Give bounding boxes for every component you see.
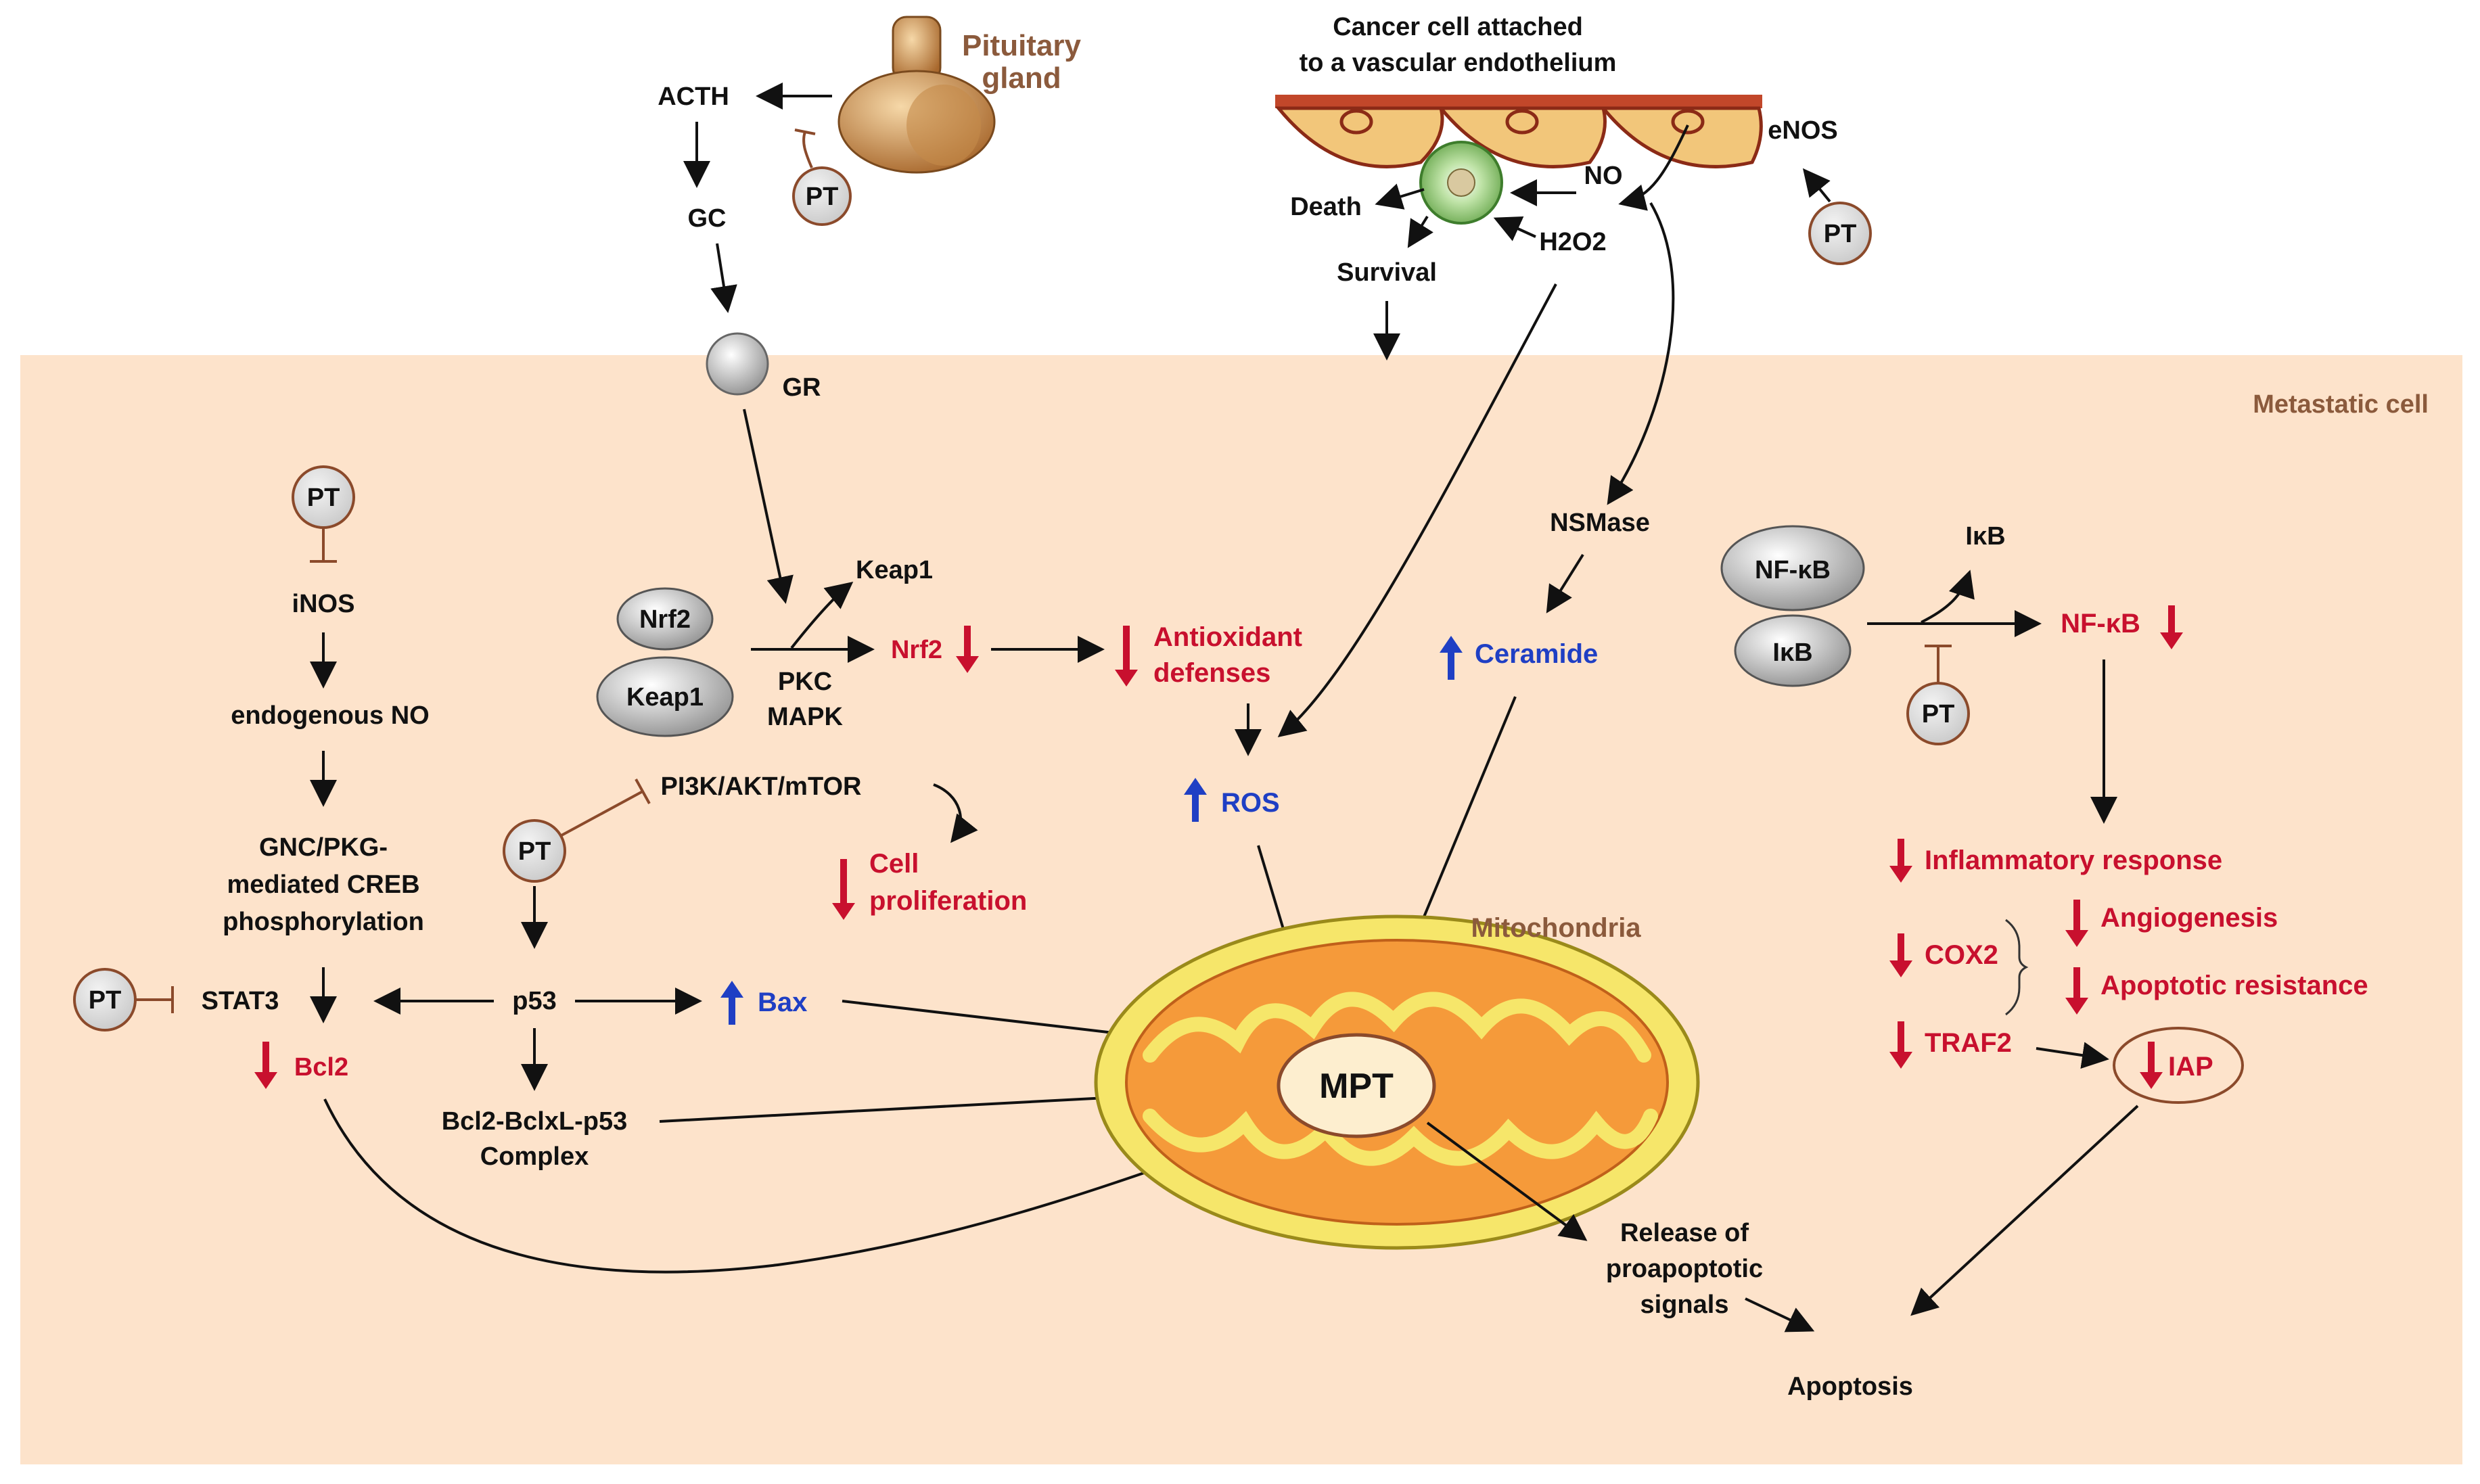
cell-prolif-down-arrow (832, 859, 855, 920)
pt-node-pi3k (503, 819, 566, 883)
angiogenesis-down-arrow (2065, 900, 2088, 947)
apoptosis-label: Apoptosis (1787, 1372, 1913, 1401)
metastatic-cell-label: Metastatic cell (2253, 390, 2429, 419)
complex-label-1: Bcl2-BclxL-p53 (442, 1107, 628, 1136)
pt-node-enos (1808, 202, 1872, 265)
nrf2-down-arrow (956, 626, 979, 673)
pituitary-label-2: gland (982, 62, 1061, 95)
release-label-3: signals (1640, 1291, 1729, 1319)
metastatic-cell-region (20, 355, 2462, 1464)
gr-label: GR (783, 373, 821, 402)
vascular-endothelium-icon (1275, 95, 1763, 168)
nrf2-red-label: Nrf2 (891, 636, 942, 664)
gc-label: GC (688, 204, 727, 233)
pt-label-inos: PT (307, 484, 340, 512)
bcl2-label: Bcl2 (294, 1053, 348, 1082)
p53-label: p53 (512, 987, 556, 1015)
inflammatory-label: Inflammatory response (1925, 845, 2222, 875)
pt-node-pituitary (792, 166, 852, 226)
ros-label: ROS (1221, 788, 1280, 818)
cell-prolif-label-2: proliferation (869, 886, 1027, 916)
nfkb-red-label: NF-κB (2061, 609, 2140, 639)
nsmase-label: NSMase (1550, 509, 1650, 537)
iap-node (2113, 1027, 2244, 1104)
angiogenesis-label: Angiogenesis (2100, 903, 2278, 933)
apoptotic-resistance-label: Apoptotic resistance (2100, 971, 2368, 1000)
nfkb-node (1720, 525, 1865, 611)
bax-up-arrow (720, 981, 743, 1025)
antioxidant-label-2: defenses (1153, 658, 1270, 688)
gnc-label-3: phosphorylation (223, 908, 424, 936)
nrf2-node (616, 587, 714, 651)
cell-prolif-label-1: Cell (869, 849, 919, 879)
ikb-label: IκB (1965, 522, 2005, 551)
nfkb-node-label: NF-κB (1755, 556, 1831, 584)
bax-label: Bax (758, 988, 807, 1017)
nfkb-down-arrow (2160, 605, 2183, 649)
antioxidant-down-arrow (1115, 626, 1138, 687)
iap-label: IAP (2168, 1052, 2213, 1082)
ceramide-up-arrow (1440, 636, 1463, 680)
antioxidant-label-1: Antioxidant (1153, 622, 1302, 652)
cancer-cell-title-1: Cancer cell attached (1333, 13, 1583, 41)
gnc-label-1: GNC/PKG- (259, 833, 388, 862)
endogenous-no-label: endogenous NO (231, 701, 429, 730)
traf2-label: TRAF2 (1925, 1028, 2012, 1058)
survival-label: Survival (1337, 258, 1437, 287)
death-label: Death (1290, 193, 1362, 221)
pkc-label: PKC (778, 668, 832, 696)
gr-receptor-icon (706, 332, 769, 396)
ikb-node-label: IκB (1772, 639, 1812, 667)
enos-label: eNOS (1768, 116, 1837, 145)
complex-label-2: Complex (480, 1142, 589, 1171)
h2o2-label: H2O2 (1539, 228, 1606, 256)
keap1-node (596, 656, 734, 737)
iap-down-arrow (2140, 1042, 2163, 1089)
apoptotic-resistance-down-arrow (2065, 967, 2088, 1015)
bcl2-down-arrow (254, 1042, 277, 1089)
pt-label-stat3: PT (89, 986, 122, 1015)
ceramide-label: Ceramide (1475, 639, 1598, 669)
stat3-label: STAT3 (202, 987, 279, 1015)
acth-label: ACTH (658, 83, 729, 111)
pt-label-pi3k: PT (518, 837, 551, 866)
pituitary-label-1: Pituitary (962, 29, 1082, 62)
cancer-cell-title-2: to a vascular endothelium (1300, 49, 1617, 77)
pi3k-label: PI3K/AKT/mTOR (660, 772, 861, 801)
keap1-node-label: Keap1 (626, 683, 704, 712)
pt-label-nfkb: PT (1922, 700, 1955, 728)
pt-label-enos: PT (1824, 220, 1857, 248)
mpt-node (1277, 1033, 1436, 1138)
pituitary-gland-icon (837, 16, 996, 174)
ros-up-arrow (1184, 778, 1207, 822)
inos-label: iNOS (292, 590, 355, 618)
keap1-label: Keap1 (856, 556, 933, 584)
traf2-down-arrow (1889, 1021, 1912, 1069)
release-label-1: Release of (1620, 1219, 1749, 1247)
gnc-label-2: mediated CREB (227, 871, 419, 899)
inflammatory-down-arrow (1889, 839, 1912, 883)
release-label-2: proapoptotic (1606, 1255, 1763, 1283)
no-label: NO (1584, 162, 1623, 190)
mapk-label: MAPK (767, 703, 843, 731)
nrf2-node-label: Nrf2 (639, 605, 691, 634)
mpt-label: MPT (1319, 1067, 1394, 1106)
cox2-down-arrow (1889, 933, 1912, 977)
mitochondria-label: Mitochondria (1471, 913, 1641, 943)
pt-label-pituitary: PT (806, 183, 839, 211)
ikb-node (1734, 614, 1852, 687)
cox2-label: COX2 (1925, 940, 1998, 970)
